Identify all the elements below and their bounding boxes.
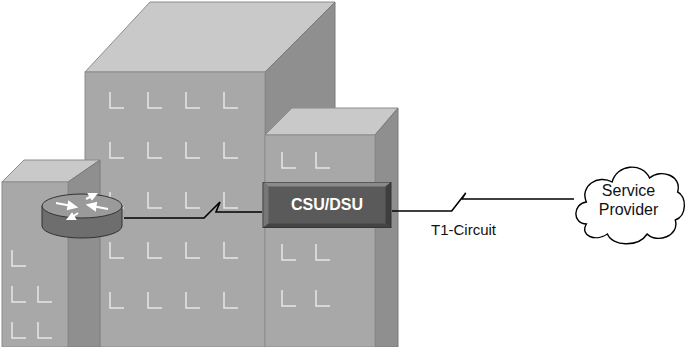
window-mark: [224, 192, 238, 208]
window-mark: [282, 152, 296, 168]
window-mark: [224, 242, 238, 258]
window-mark: [186, 292, 200, 308]
window-mark: [12, 322, 26, 338]
window-mark: [186, 92, 200, 108]
cloud-shape: [570, 150, 687, 250]
window-mark: [12, 286, 26, 302]
router-symbol: [42, 194, 122, 238]
window-mark: [282, 290, 296, 306]
window-mark: [316, 152, 330, 168]
serial-wire: [124, 202, 262, 218]
csu-dsu-box: CSU/DSU: [262, 182, 392, 228]
window-mark: [224, 292, 238, 308]
window-mark: [38, 322, 52, 338]
circuit-label: T1-Circuit: [429, 221, 498, 238]
window-mark: [110, 292, 124, 308]
window-mark: [38, 286, 52, 302]
device-label: CSU/DSU: [291, 196, 363, 214]
window-mark: [110, 242, 124, 258]
window-mark: [186, 192, 200, 208]
window-mark: [186, 242, 200, 258]
building-side: [68, 160, 100, 347]
window-mark: [316, 290, 330, 306]
window-mark: [224, 92, 238, 108]
building-front: [265, 135, 375, 347]
window-mark: [148, 142, 162, 158]
window-mark: [12, 250, 26, 266]
window-mark: [148, 92, 162, 108]
service-provider-cloud: Service Provider: [570, 150, 687, 250]
window-mark: [148, 192, 162, 208]
window-mark: [148, 242, 162, 258]
window-mark: [110, 92, 124, 108]
t1-line: [392, 193, 574, 211]
cloud-label: Service Provider: [591, 181, 667, 219]
window-mark: [186, 142, 200, 158]
window-mark: [224, 142, 238, 158]
window-mark: [110, 142, 124, 158]
window-mark: [148, 292, 162, 308]
window-mark: [316, 244, 330, 260]
window-mark: [282, 244, 296, 260]
